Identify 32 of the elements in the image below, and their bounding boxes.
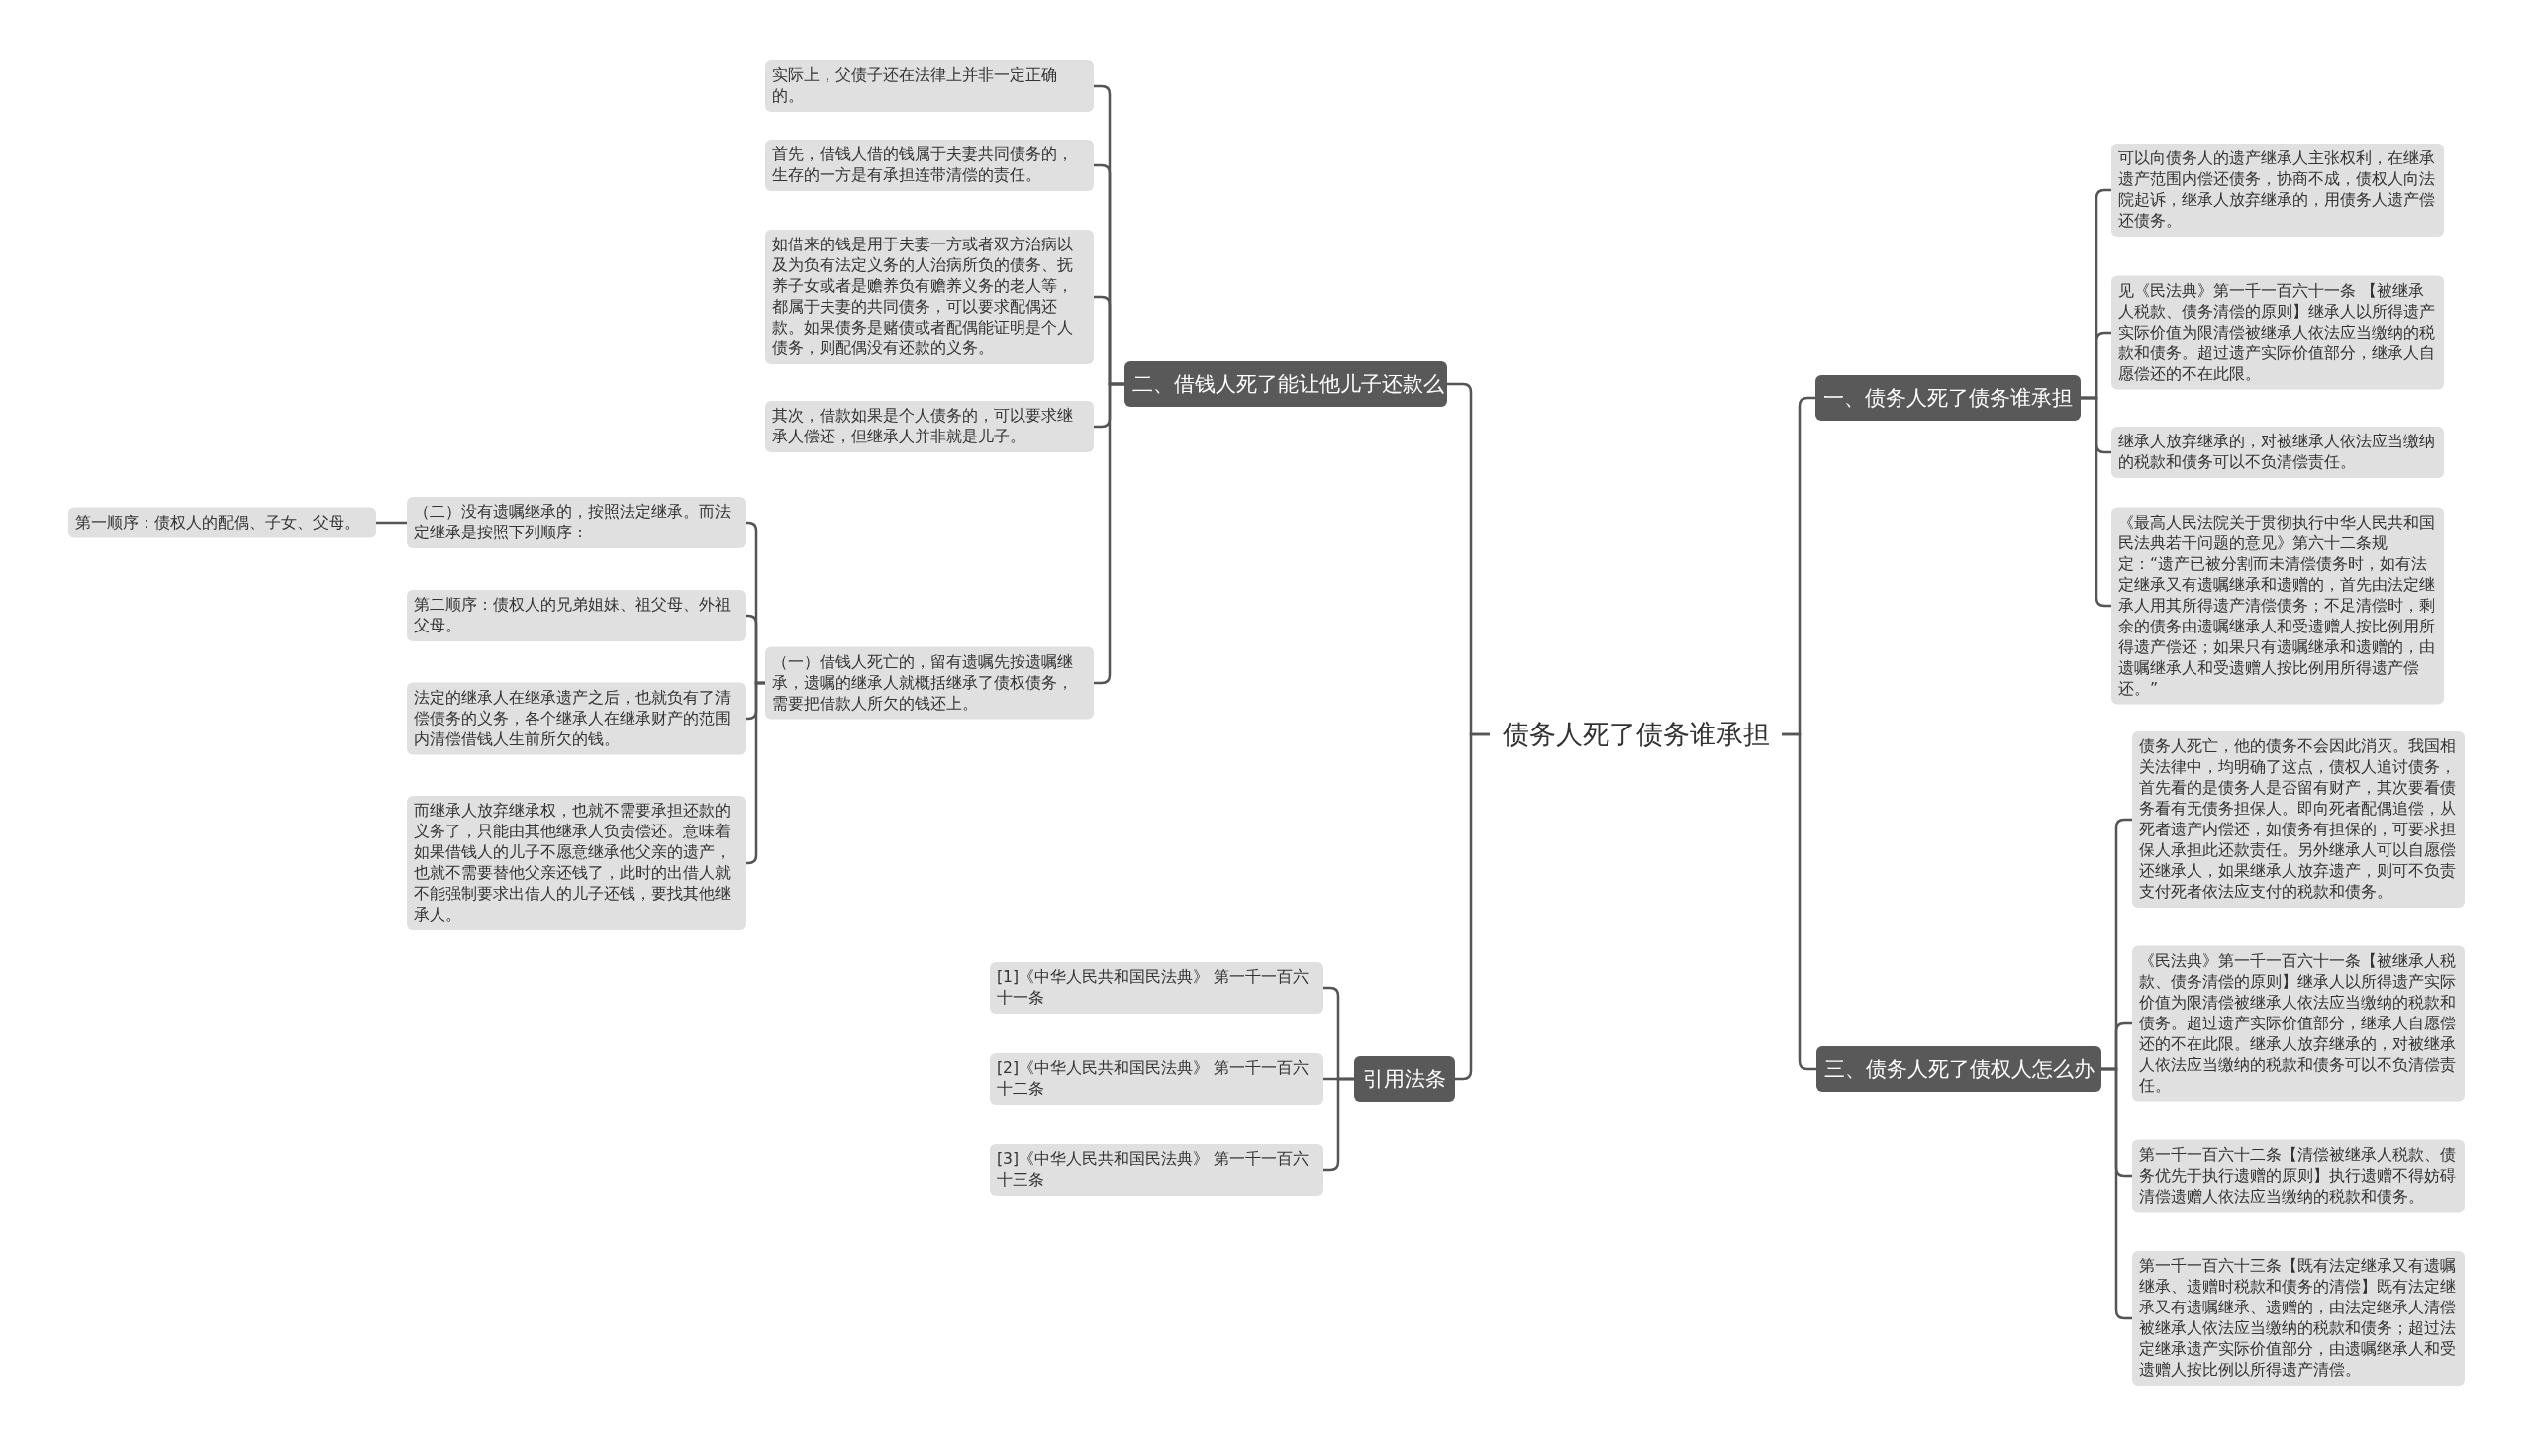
topic-box: 二、借钱人死了能让他儿子还款么 xyxy=(1124,361,1447,407)
note-box: [1]《中华人民共和国民法典》 第一千一百六十一条 xyxy=(990,962,1323,1014)
note-box: 而继承人放弃继承权，也就不需要承担还款的义务了，只能由其他继承人负责偿还。意味着如果借钱人的儿子不愿意继承他父亲的遗产，也就不需要替他父亲还钱了，此时的出借人就不能强制要求出借人的儿子还钱，要找其他继承人。 xyxy=(407,796,746,930)
connector-line xyxy=(1094,382,1124,685)
note-box: 实际上，父债子还在法律上并非一定正确的。 xyxy=(765,60,1094,112)
central-topic: 债务人死了债务谁承担 xyxy=(1490,715,1782,754)
note-box: 《民法典》第一千一百六十一条【被继承人税款、债务清偿的原则】继承人以所得遗产实际价值为限清偿被继承人依法应当缴纳的税款和债务。超过遗产实际价值部分，继承人自愿偿还的不在此限。继承人放弃继承的，对被继承人依法应当缴纳的税款和债务可以不负清偿责任。 xyxy=(2132,945,2465,1102)
note-box: （二）没有遗嘱继承的，按照法定继承。而法定继承是按照下列顺序： xyxy=(407,497,746,548)
note-box: 其次，借款如果是个人债务的，可以要求继承人偿还，但继承人并非就是儿子。 xyxy=(765,401,1094,452)
note-box: [2]《中华人民共和国民法典》 第一千一百六十二条 xyxy=(990,1053,1323,1105)
connector-line xyxy=(746,681,765,865)
note-box: 第一顺序：债权人的配偶、子女、父母。 xyxy=(68,507,376,538)
connector-line xyxy=(2101,1067,2132,1320)
note-box: 第一千一百六十三条【既有法定继承又有遗嘱继承、遗赠时税款和债务的清偿】既有法定继承又有遗嘱继承、遗赠的，由法定继承人清偿被继承人依法应当缴纳的税款和债务；超过法定继承遗产实际价值部分，由遗嘱继承人和受遗赠人按比例以所得遗产清偿。 xyxy=(2132,1251,2465,1386)
note-box: 继承人放弃继承的，对被继承人依法应当缴纳的税款和债务可以不负清偿责任。 xyxy=(2111,427,2444,478)
topic-box: 引用法条 xyxy=(1354,1056,1455,1102)
note-box: 法定的继承人在继承遗产之后，也就负有了清偿债务的义务，各个继承人在继承财产的范围内清偿借钱人生前所欠的钱。 xyxy=(407,682,746,755)
note-box: 见《民法典》第一千一百六十一条 【被继承人税款、债务清偿的原则】继承人以所得遗产实际价值为限清偿被继承人依法应当缴纳的税款和债务。超过遗产实际价值部分，继承人自愿偿还的不在此限。 xyxy=(2111,275,2444,390)
connector-line xyxy=(1782,732,1816,1071)
connector-line xyxy=(376,521,407,525)
note-box: 第二顺序：债权人的兄弟姐妹、祖父母、外祖父母。 xyxy=(407,590,746,641)
note-box: 《最高人民法院关于贯彻执行中华人民共和国民法典若干问题的意见》第六十二条规定：“遗产已被分割而未清偿债务时，如有法定继承又有遗嘱继承和遗赠的，首先由法定继承人用其所得遗产清偿债务；不足清偿时，剩余的债务由遗嘱继承人和受遗赠人按比例用所得遗产偿还；如果只有遗嘱继承和遗赠的，由遗嘱继承人和受遗赠人按比例用所得遗产偿还。” xyxy=(2111,507,2444,705)
note-box: 第一千一百六十二条【清偿被继承人税款、债务优先于执行遗赠的原则】执行遗赠不得妨碍清偿遗赠人依法应当缴纳的税款和债务。 xyxy=(2132,1139,2465,1213)
note-box: 如借来的钱是用于夫妻一方或者双方治病以及为负有法定义务的人治病所负的债务、抚养子女或者是赡养负有赡养义务的老人等，都属于夫妻的共同债务，可以要求配偶还款。如果债务是赌债或者配偶能证明是个人债务，则配偶没有还款的义务。 xyxy=(765,230,1094,364)
note-box: [3]《中华人民共和国民法典》 第一千一百六十三条 xyxy=(990,1144,1323,1196)
connector-line xyxy=(1455,732,1490,1081)
note-box: 债务人死亡，他的债务不会因此消灭。我国相关法律中，均明确了这点，债权人追讨债务，首先看的是债务人是否留有财产，其次要看债务看有无债务担保人。即向死者配偶追偿，从死者遗产内偿还，如债务有担保的，可要求担保人承担此还款责任。另外继承人可以自愿偿还继承人，如果继承人放弃遗产，则可不负责支付死者依法应支付的税款和债务。 xyxy=(2132,731,2465,908)
topic-box: 一、债务人死了债务谁承担 xyxy=(1815,375,2081,421)
topic-box: 三、债务人死了债权人怎么办 xyxy=(1816,1046,2101,1092)
note-box: 可以向债务人的遗产继承人主张权利，在继承遗产范围内偿还债务，协商不成，债权人向法院起诉，继承人放弃继承的，用债务人遗产偿还债务。 xyxy=(2111,144,2444,237)
note-box: 首先，借钱人借的钱属于夫妻共同债务的，生存的一方是有承担连带清偿的责任。 xyxy=(765,140,1094,191)
note-box: （一）借钱人死亡的，留有遗嘱先按遗嘱继承，遗嘱的继承人就概括继承了债权债务，需要把借款人所欠的钱还上。 xyxy=(765,646,1094,720)
